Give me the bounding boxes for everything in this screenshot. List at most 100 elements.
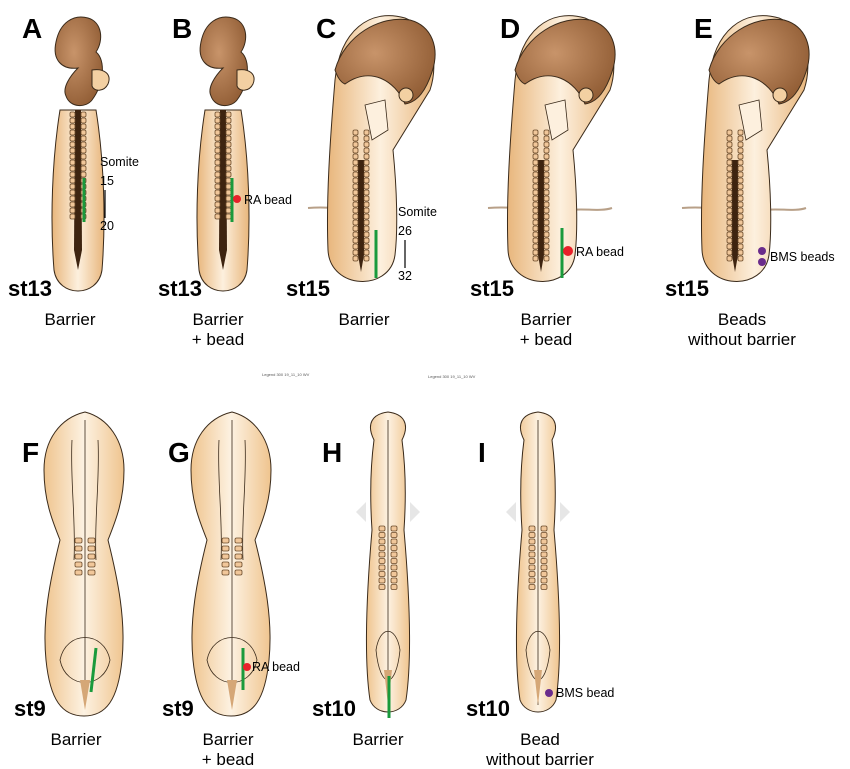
somite — [81, 166, 86, 171]
somite — [544, 190, 549, 195]
bead-label: RA bead — [252, 660, 300, 674]
somite — [215, 178, 220, 183]
somite — [70, 184, 75, 189]
somite — [353, 166, 358, 171]
somite — [727, 172, 732, 177]
somite — [541, 572, 547, 577]
caption-line-1: Beads — [718, 310, 766, 329]
somite — [226, 208, 231, 213]
somite — [226, 172, 231, 177]
somite — [738, 208, 743, 213]
stage-label: st15 — [286, 276, 330, 301]
somite — [541, 552, 547, 557]
panel-label: B — [172, 13, 192, 44]
somite — [222, 538, 229, 543]
somite — [533, 220, 538, 225]
somite — [364, 184, 369, 189]
panel-c: C Somite 26 32 st15 Barrier — [286, 13, 437, 329]
somite — [738, 172, 743, 177]
somite — [353, 256, 358, 261]
somite — [226, 142, 231, 147]
somite — [391, 565, 397, 570]
somite — [226, 178, 231, 183]
somite — [391, 578, 397, 583]
panel-label: D — [500, 13, 520, 44]
somite — [353, 244, 358, 249]
panel-label: F — [22, 437, 39, 468]
somite — [235, 546, 242, 551]
somite — [353, 184, 358, 189]
somite — [533, 160, 538, 165]
somite — [353, 214, 358, 219]
somite — [391, 559, 397, 564]
somite — [364, 250, 369, 255]
embryo-st13 — [197, 17, 254, 291]
somite — [215, 196, 220, 201]
somite — [226, 190, 231, 195]
somite — [727, 142, 732, 147]
somite — [81, 124, 86, 129]
somite — [88, 538, 95, 543]
somite — [222, 546, 229, 551]
somite — [738, 160, 743, 165]
somite — [235, 570, 242, 575]
somite — [70, 118, 75, 123]
somite — [70, 130, 75, 135]
somite — [529, 565, 535, 570]
somite — [364, 166, 369, 171]
ra-bead — [243, 663, 251, 671]
somite — [226, 148, 231, 153]
somite — [727, 232, 732, 237]
somite — [541, 565, 547, 570]
bead-label: RA bead — [576, 245, 624, 259]
embryo-st15 — [488, 16, 615, 282]
caption-line-2: without barrier — [485, 750, 594, 769]
panel-e: E BMS beads st15 Beads without barrier — [665, 13, 835, 349]
tiny-legend: Legend 300 19_11_10 WV — [262, 372, 310, 377]
somite — [364, 190, 369, 195]
somite — [379, 572, 385, 577]
somite — [235, 562, 242, 567]
stage-label: st15 — [665, 276, 709, 301]
somite — [391, 552, 397, 557]
somite — [75, 538, 82, 543]
somite — [81, 112, 86, 117]
somite — [727, 154, 732, 159]
somite — [364, 238, 369, 243]
somite — [353, 232, 358, 237]
somite — [529, 526, 535, 531]
panel-label: E — [694, 13, 713, 44]
somite — [70, 208, 75, 213]
stage-label: st13 — [8, 276, 52, 301]
somite — [70, 136, 75, 141]
somite — [727, 136, 732, 141]
somite — [738, 154, 743, 159]
embryo-st10 — [356, 412, 420, 718]
somite — [544, 154, 549, 159]
somite — [544, 244, 549, 249]
caption-line-1: Barrier — [338, 310, 389, 329]
somite — [222, 570, 229, 575]
somite — [727, 184, 732, 189]
somite — [727, 244, 732, 249]
somite — [70, 154, 75, 159]
somite — [364, 202, 369, 207]
caption-line-1: Barrier — [352, 730, 403, 749]
somite — [226, 118, 231, 123]
panel-f: F st9 Barrier — [14, 412, 124, 749]
somite — [529, 533, 535, 538]
caption-line-1: Barrier — [202, 730, 253, 749]
somite — [544, 214, 549, 219]
somite — [353, 250, 358, 255]
somite — [226, 166, 231, 171]
somite — [70, 172, 75, 177]
somite — [533, 214, 538, 219]
somite — [529, 559, 535, 564]
somite — [533, 226, 538, 231]
somite — [727, 160, 732, 165]
somite — [364, 160, 369, 165]
somite — [738, 136, 743, 141]
somite — [533, 256, 538, 261]
somite — [738, 166, 743, 171]
somite — [235, 538, 242, 543]
